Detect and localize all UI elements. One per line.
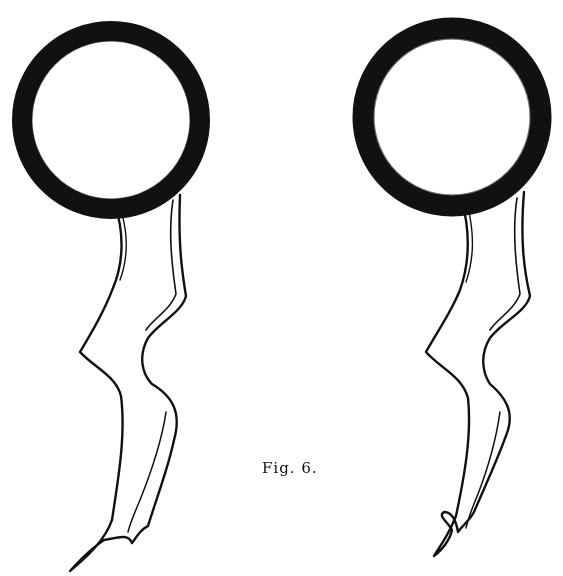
figure-caption: Fig. 6. xyxy=(262,459,318,477)
